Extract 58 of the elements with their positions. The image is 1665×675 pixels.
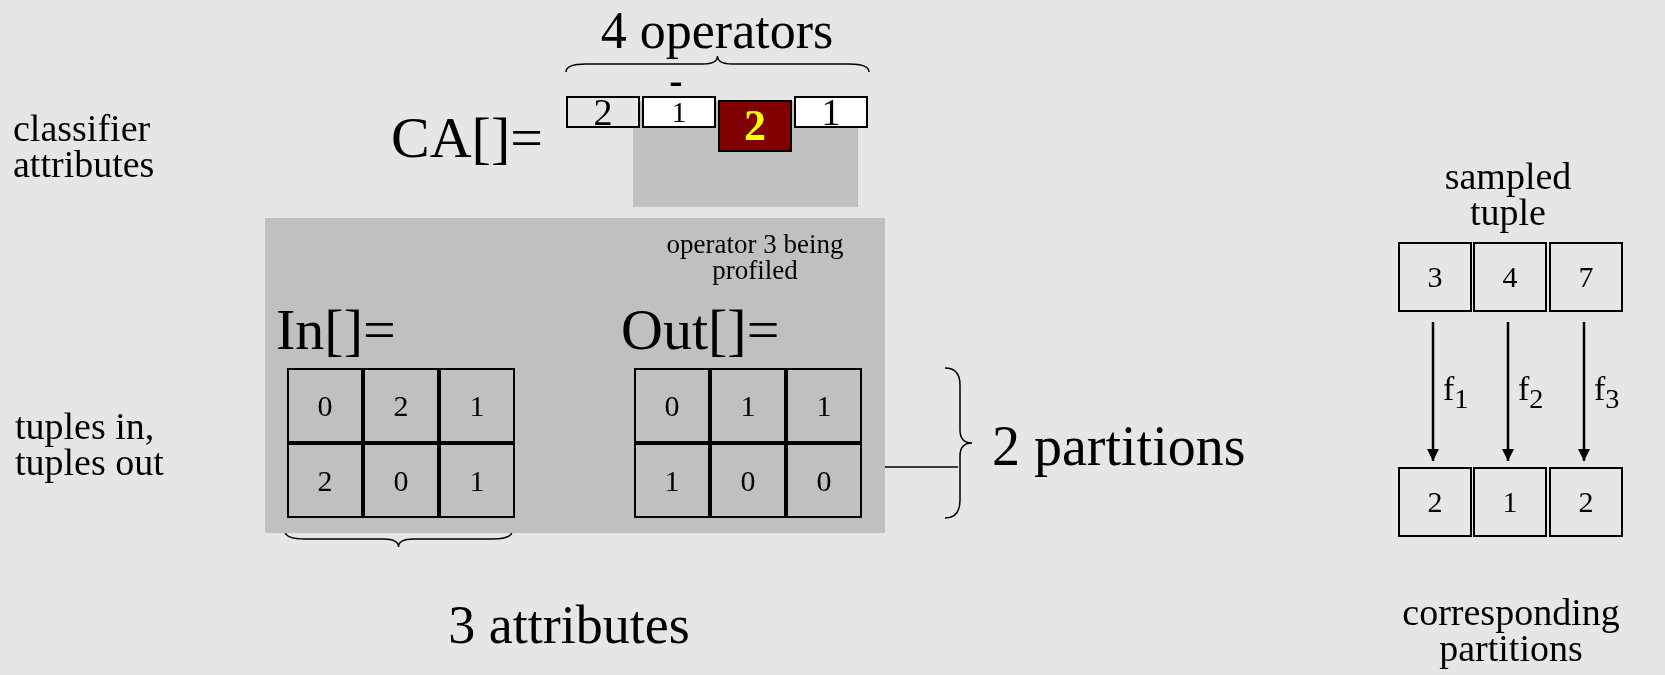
profiling-panel — [265, 218, 885, 533]
value-cell — [287, 368, 363, 443]
cell-value: 1 — [740, 390, 756, 421]
arrow — [1577, 322, 1591, 461]
cell-value: 0 — [816, 465, 832, 496]
value-cell — [786, 443, 862, 518]
value-cell — [634, 368, 710, 443]
dash-mark: - — [669, 62, 683, 100]
cell-value: 1 — [1502, 487, 1518, 517]
value-cell — [566, 96, 640, 128]
cell-value: 2 — [317, 465, 333, 496]
column-heading: sampled tuple — [1443, 158, 1573, 231]
value-cell — [642, 96, 716, 128]
value-cell — [287, 443, 363, 518]
panel-note: operator 3 being profiled — [665, 232, 845, 284]
cell-value: 2 — [593, 93, 613, 131]
column-caption: corresponding partitions — [1401, 594, 1621, 667]
value-cell — [634, 443, 710, 518]
value-cell — [363, 368, 439, 443]
value-cell — [1549, 242, 1623, 312]
cell-value: 1 — [664, 465, 680, 496]
row-label: tuples in, tuples out — [15, 408, 165, 481]
cell-value: 0 — [317, 390, 333, 421]
cell-value: 2 — [1427, 487, 1443, 517]
row-label: classifier attributes — [13, 110, 156, 183]
value-cell — [710, 443, 786, 518]
value-cell — [1398, 242, 1472, 312]
value-cell — [786, 368, 862, 443]
cell-value: 1 — [821, 93, 841, 131]
array-label: In[]= — [276, 302, 397, 358]
cell-value: 4 — [1502, 262, 1518, 292]
arrow — [1426, 322, 1440, 461]
cell-value: 3 — [1427, 262, 1443, 292]
cell-value: 2 — [393, 390, 409, 421]
value-cell — [1473, 467, 1547, 537]
value-cell — [1473, 242, 1547, 312]
attribute-count: 3 attributes — [447, 600, 691, 652]
cell-value: 2 — [744, 104, 766, 148]
cell-value: 1 — [469, 390, 485, 421]
cell-value: 2 — [1578, 487, 1594, 517]
cell-value: 7 — [1578, 262, 1594, 292]
cell-value: 0 — [740, 465, 756, 496]
value-cell — [439, 443, 515, 518]
cell-value: 0 — [664, 390, 680, 421]
value-cell — [363, 443, 439, 518]
value-cell — [718, 100, 792, 152]
value-cell — [1398, 467, 1472, 537]
value-cell — [710, 368, 786, 443]
value-cell — [439, 368, 515, 443]
value-cell — [1549, 467, 1623, 537]
array-label: Out[]= — [621, 302, 781, 358]
cell-value: 1 — [469, 465, 485, 496]
cell-value: 0 — [393, 465, 409, 496]
cell-value: 1 — [816, 390, 832, 421]
arrow — [1501, 322, 1515, 461]
cell-value: 1 — [671, 97, 687, 127]
array-label: CA[]= — [391, 110, 544, 166]
value-cell — [794, 96, 868, 128]
